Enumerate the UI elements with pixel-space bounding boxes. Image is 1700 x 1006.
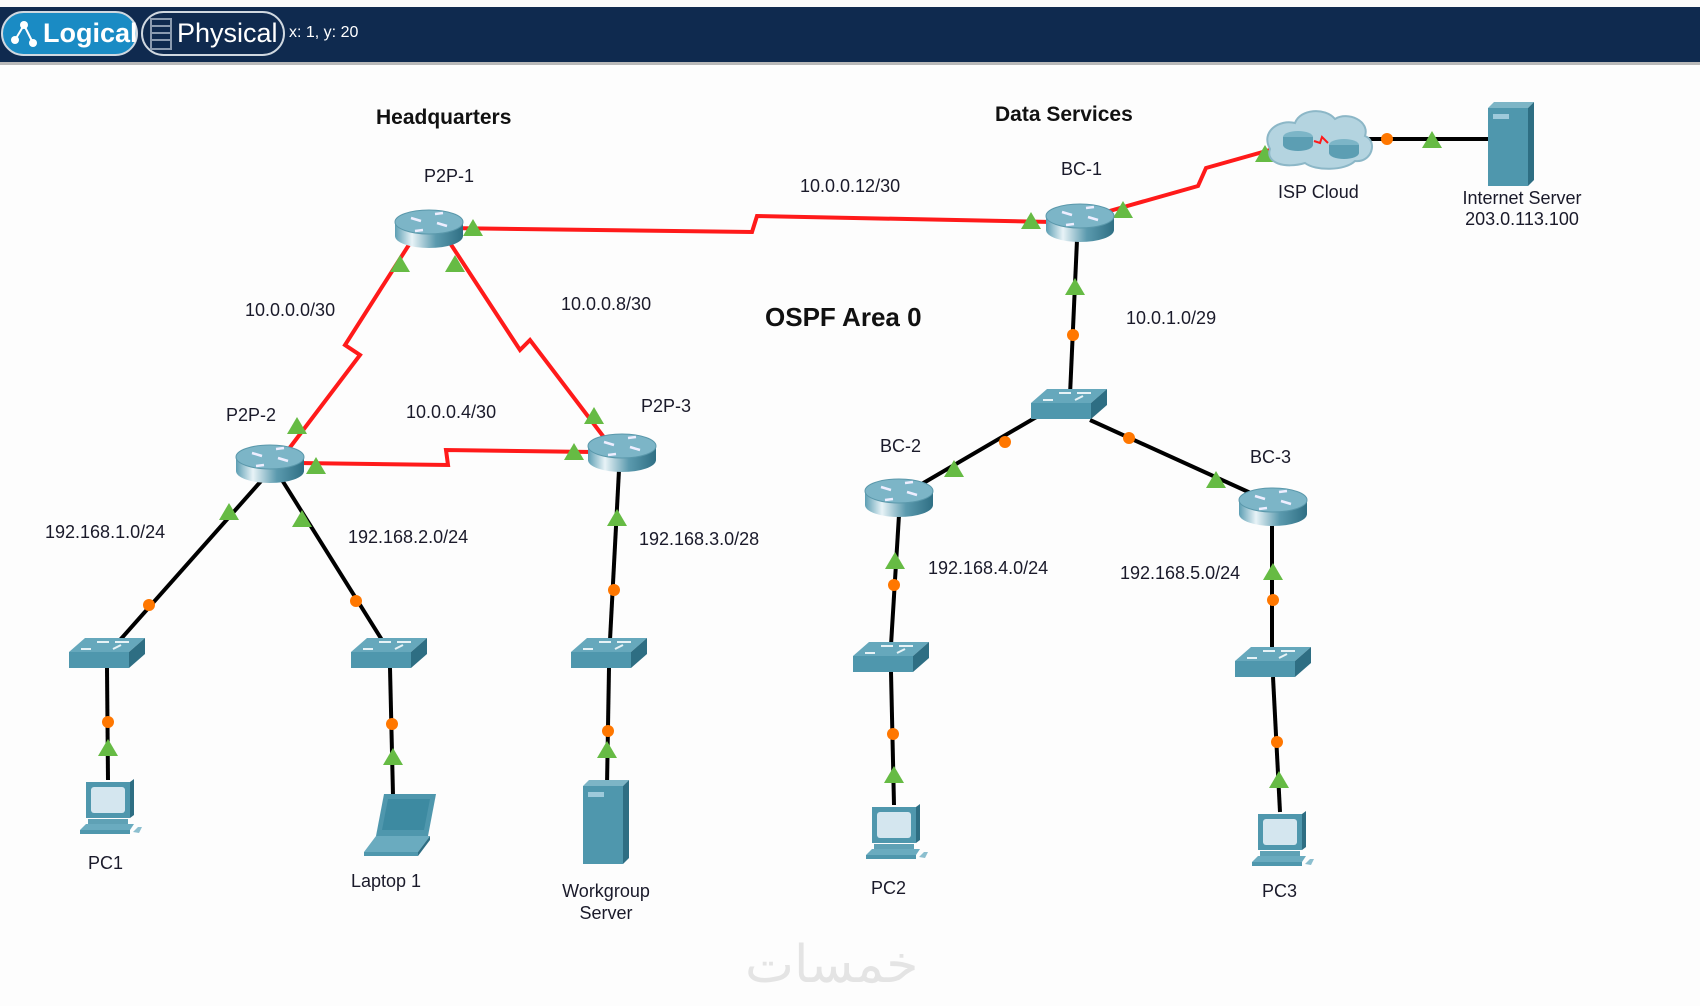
internet-server-name: Internet Server	[1462, 188, 1582, 208]
device-label-pc2: PC2	[871, 878, 907, 898]
link-p2p1-p2p2[interactable]	[286, 238, 414, 452]
network-label-192-168-2-0: 192.168.2.0/24	[348, 527, 469, 547]
link-orange-icon	[350, 595, 362, 607]
link-orange-icon	[386, 718, 398, 730]
link-up-icon	[1263, 563, 1283, 580]
area-label-data-services: Data Services	[995, 103, 1133, 126]
wg-server-line2: Server	[579, 903, 633, 923]
link-orange-icon	[887, 728, 899, 740]
link-orange-icon	[1123, 432, 1135, 444]
isp-cloud-icon[interactable]	[1266, 110, 1374, 170]
serial-links	[286, 146, 1278, 468]
device-label-p2p1: P2P-1	[424, 166, 475, 186]
device-label-p2p2: P2P-2	[226, 405, 277, 425]
router-bc2[interactable]	[863, 477, 935, 519]
link-orange-icon	[602, 725, 614, 737]
switch-s5[interactable]	[1234, 646, 1312, 678]
device-label-bc1: BC-1	[1061, 159, 1103, 179]
link-s2-laptop1[interactable]	[388, 667, 395, 796]
link-orange-icon	[1067, 329, 1079, 341]
link-up-icon	[98, 739, 118, 756]
router-bc1[interactable]	[1044, 202, 1116, 244]
link-orange-icon	[1381, 133, 1393, 145]
link-up-icon	[1065, 278, 1085, 295]
device-label-pc3: PC3	[1262, 881, 1298, 901]
device-label-pc1: PC1	[88, 853, 124, 873]
area-label-ospf: OSPF Area 0	[765, 302, 922, 332]
ethernet-links	[105, 137, 1488, 813]
link-up-icon	[287, 417, 307, 434]
link-coreswitch-bc2[interactable]	[918, 410, 1047, 487]
device-label-workgroup-server: Workgroup Server	[556, 880, 656, 924]
link-orange-icon	[888, 579, 900, 591]
workgroup-server[interactable]	[583, 780, 629, 864]
link-orange-icon	[143, 599, 155, 611]
link-up-icon	[390, 255, 410, 272]
link-up-icon	[383, 748, 403, 765]
device-label-bc3: BC-3	[1250, 447, 1292, 467]
network-label-192-168-5-0: 192.168.5.0/24	[1120, 563, 1241, 583]
cursor-coordinates: x: 1, y: 20	[289, 24, 359, 41]
switch-core[interactable]	[1030, 388, 1108, 420]
tab-logical[interactable]: Logical	[1, 11, 138, 56]
link-up-icon	[885, 552, 905, 569]
device-label-bc2: BC-2	[880, 436, 922, 456]
device-label-isp-cloud: ISP Cloud	[1278, 182, 1359, 202]
network-label-192-168-3-0: 192.168.3.0/28	[639, 529, 760, 549]
link-up-icon	[1269, 771, 1289, 788]
switch-s3[interactable]	[570, 637, 648, 669]
link-up-icon	[306, 457, 326, 474]
router-p2p3[interactable]	[586, 432, 658, 474]
link-orange-icon	[1271, 736, 1283, 748]
switch-s1[interactable]	[68, 637, 146, 669]
link-orange-icon	[102, 716, 114, 728]
link-coreswitch-bc3[interactable]	[1089, 418, 1256, 497]
network-label-192-168-4-0: 192.168.4.0/24	[928, 558, 1049, 578]
link-orange-icon	[1267, 594, 1279, 606]
laptop1[interactable]	[364, 794, 436, 856]
router-bc3[interactable]	[1237, 486, 1309, 528]
tab-logical-label: Logical	[43, 18, 138, 48]
wg-server-line1: Workgroup	[562, 881, 650, 901]
device-label-p2p3: P2P-3	[641, 396, 692, 416]
pc2[interactable]	[866, 804, 928, 859]
tab-physical-label: Physical	[177, 18, 278, 48]
logical-topology-icon	[9, 19, 39, 49]
area-label-headquarters: Headquarters	[376, 106, 512, 129]
pc3[interactable]	[1252, 811, 1314, 866]
link-bc1-coreswitch[interactable]	[1068, 239, 1079, 396]
link-up-icon	[884, 766, 904, 783]
link-orange-icon	[608, 584, 620, 596]
link-up-icon	[607, 509, 627, 526]
physical-rack-icon	[149, 17, 173, 50]
link-up-icon	[292, 510, 312, 527]
network-label-10-0-0-4: 10.0.0.4/30	[406, 402, 497, 422]
link-up-icon	[597, 741, 617, 758]
link-p2p1-bc1[interactable]	[444, 213, 1053, 235]
network-label-10-0-0-12: 10.0.0.12/30	[800, 176, 901, 196]
pc1[interactable]	[80, 779, 142, 834]
device-label-internet-server: Internet Server 203.0.113.100	[1462, 188, 1582, 230]
switch-s2[interactable]	[350, 637, 428, 669]
workspace-toolbar: Logical Physical x: 1, y: 20	[0, 7, 1700, 65]
switch-s4[interactable]	[852, 641, 930, 673]
network-label-10-0-0-8: 10.0.0.8/30	[561, 294, 652, 314]
internet-server[interactable]	[1488, 102, 1534, 186]
link-p2p2-s2[interactable]	[280, 478, 384, 642]
network-label-10-0-1-0: 10.0.1.0/29	[1126, 308, 1217, 328]
router-p2p2[interactable]	[234, 443, 306, 485]
link-p2p2-p2p3[interactable]	[297, 447, 593, 468]
watermark-logo: خمسات	[745, 935, 919, 995]
network-label-10-0-0-0: 10.0.0.0/30	[245, 300, 336, 320]
router-p2p1[interactable]	[393, 208, 465, 250]
internet-server-ip: 203.0.113.100	[1465, 209, 1579, 229]
link-orange-icon	[999, 436, 1011, 448]
network-label-192-168-1-0: 192.168.1.0/24	[45, 522, 166, 542]
tab-physical[interactable]: Physical	[141, 11, 285, 56]
link-p2p1-p2p3[interactable]	[446, 238, 608, 442]
device-label-laptop1: Laptop 1	[351, 871, 422, 891]
link-p2p2-s1[interactable]	[118, 478, 264, 642]
link-p2p3-s3[interactable]	[608, 469, 621, 641]
link-bc1-isp[interactable]	[1105, 146, 1278, 214]
